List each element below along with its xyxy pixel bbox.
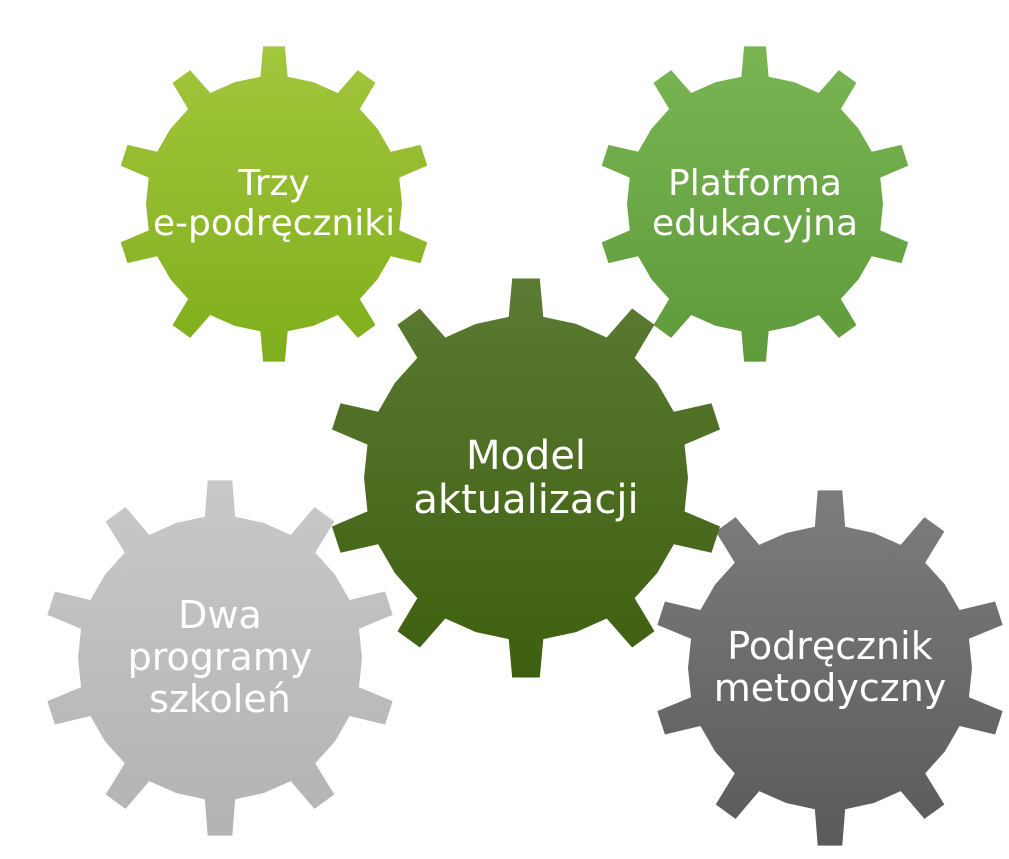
gear-podrecznik	[657, 490, 1003, 846]
gear-model	[331, 278, 721, 678]
gear-platforma	[601, 46, 909, 362]
gear-trzy	[120, 46, 428, 362]
gear-dwa	[47, 480, 393, 836]
